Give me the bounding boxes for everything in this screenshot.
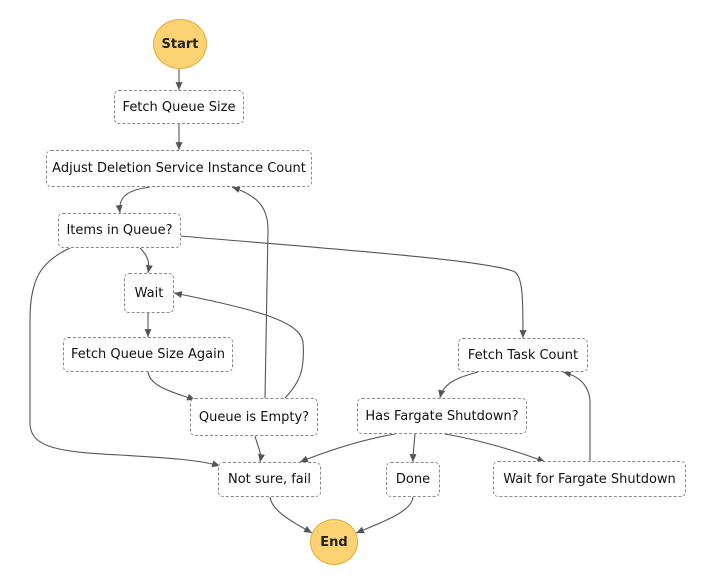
edge-has-fargate-to-not-sure — [299, 433, 396, 463]
end-node: End — [310, 519, 358, 565]
edge-items-to-fetch-task — [179, 235, 527, 339]
edge-items-to-wait — [139, 247, 153, 274]
state-adjust-instance-count[interactable]: Adjust Deletion Service Instance Count — [46, 150, 312, 187]
state-items-in-queue[interactable]: Items in Queue? — [58, 213, 181, 248]
state-not-sure-fail[interactable]: Not sure, fail — [218, 462, 321, 497]
state-has-fargate-shutdown[interactable]: Has Fargate Shutdown? — [357, 398, 527, 434]
edge-wait-fargate-to-fetch-task — [562, 370, 591, 461]
edge-adjust-to-items — [115, 186, 151, 214]
state-wait[interactable]: Wait — [124, 273, 174, 313]
edge-empty-to-wait — [173, 291, 304, 399]
state-fetch-task-count[interactable]: Fetch Task Count — [458, 338, 588, 372]
state-done[interactable]: Done — [386, 462, 440, 497]
state-queue-is-empty[interactable]: Queue is Empty? — [190, 398, 318, 436]
edge-fetch-again-to-empty — [147, 371, 196, 401]
edge-not-sure-to-end — [269, 496, 313, 534]
state-fetch-queue-size[interactable]: Fetch Queue Size — [114, 90, 244, 124]
edge-empty-to-not-sure — [254, 435, 266, 463]
edge-has-fargate-to-done — [409, 433, 417, 463]
state-wait-for-fargate-shutdown[interactable]: Wait for Fargate Shutdown — [493, 461, 686, 497]
edge-done-to-end — [355, 496, 414, 534]
start-node: Start — [153, 19, 207, 69]
state-fetch-queue-size-again[interactable]: Fetch Queue Size Again — [63, 337, 233, 372]
edge-items-to-not-sure — [29, 247, 221, 468]
edge-fetch-task-to-has-fargate — [438, 371, 479, 399]
edge-has-fargate-to-wait-fargate — [444, 433, 546, 463]
edge-empty-to-adjust — [231, 186, 269, 399]
